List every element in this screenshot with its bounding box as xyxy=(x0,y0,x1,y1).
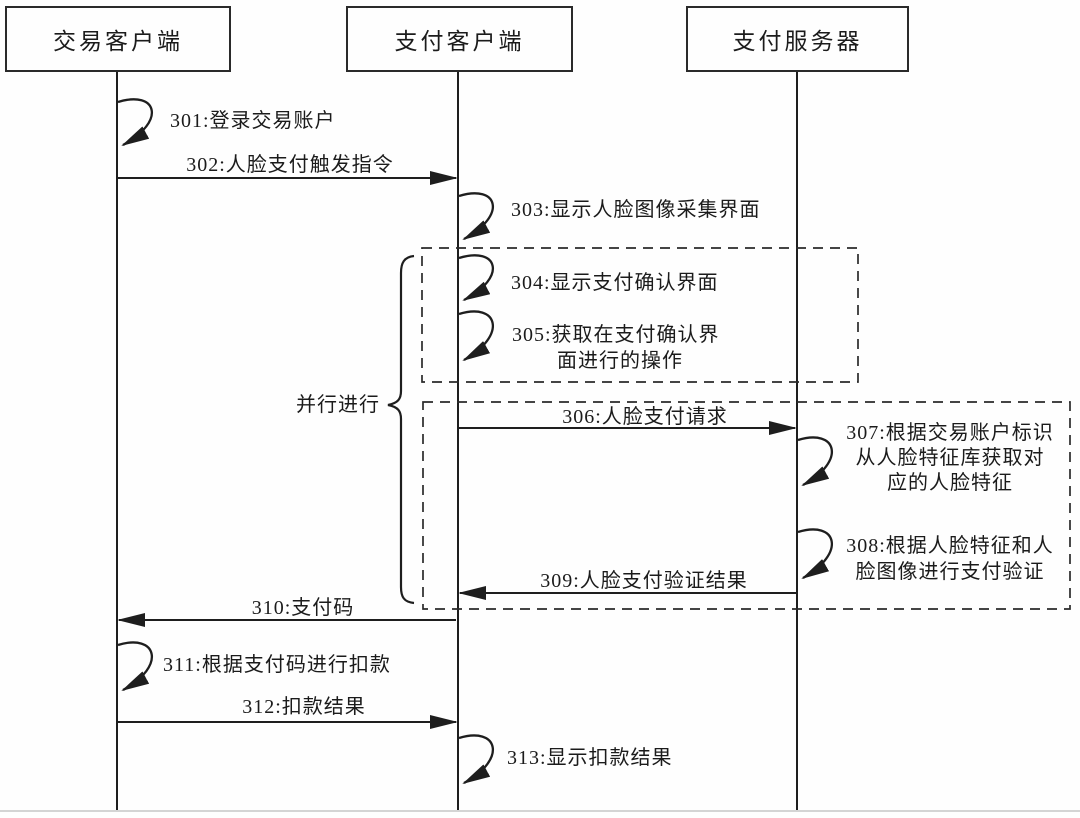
message-305-label-line1: 305:获取在支付确认界 xyxy=(512,324,720,346)
self-loop-305 xyxy=(458,310,494,361)
message-311-label: 311:根据支付码进行扣款 xyxy=(163,654,391,676)
message-307-label: 307:根据交易账户标识 从人脸特征库获取对 应的人脸特征 xyxy=(832,421,1068,496)
actor-pay-client-label: 支付客户端 xyxy=(394,29,525,54)
message-308-label-line1: 308:根据人脸特征和人 xyxy=(846,535,1054,557)
message-313-label: 313:显示扣款结果 xyxy=(507,747,673,769)
parallel-annotation-label: 并行进行 xyxy=(296,394,380,416)
message-308-label-line2: 脸图像进行支付验证 xyxy=(855,561,1045,583)
message-307-label-line1: 307:根据交易账户标识 xyxy=(846,422,1054,444)
self-loop-307 xyxy=(797,436,833,487)
self-loop-304 xyxy=(458,254,494,302)
message-306-label: 306:人脸支付请求 xyxy=(562,406,728,428)
message-301-label: 301:登录交易账户 xyxy=(170,110,336,132)
message-307-label-line2: 从人脸特征库获取对 xyxy=(855,447,1045,469)
self-loop-303 xyxy=(458,192,494,241)
message-305-label-line2: 面进行的操作 xyxy=(557,350,683,372)
self-loop-308 xyxy=(797,528,833,579)
message-304-label: 304:显示支付确认界面 xyxy=(511,272,719,294)
parallel-brace xyxy=(387,254,415,605)
dashed-group-box-2 xyxy=(422,401,1071,610)
message-309-label: 309:人脸支付验证结果 xyxy=(540,570,748,592)
message-310-label: 310:支付码 xyxy=(251,597,355,619)
self-loop-301 xyxy=(117,98,153,147)
actor-pay-server: 支付服务器 xyxy=(686,6,909,72)
dashed-group-box-1 xyxy=(421,247,859,383)
actor-trade-client-label: 交易客户端 xyxy=(53,29,183,54)
self-loop-311 xyxy=(117,641,153,692)
message-312-label: 312:扣款结果 xyxy=(242,696,366,718)
self-loop-313 xyxy=(458,734,494,785)
message-303-label: 303:显示人脸图像采集界面 xyxy=(511,199,761,221)
message-302-label: 302:人脸支付触发指令 xyxy=(186,154,394,176)
message-307-label-line3: 应的人脸特征 xyxy=(887,472,1013,494)
actor-trade-client: 交易客户端 xyxy=(5,6,231,72)
actor-pay-server-label: 支付服务器 xyxy=(732,29,863,54)
message-308-label: 308:根据人脸特征和人 脸图像进行支付验证 xyxy=(832,533,1068,585)
actor-pay-client: 支付客户端 xyxy=(346,6,573,72)
